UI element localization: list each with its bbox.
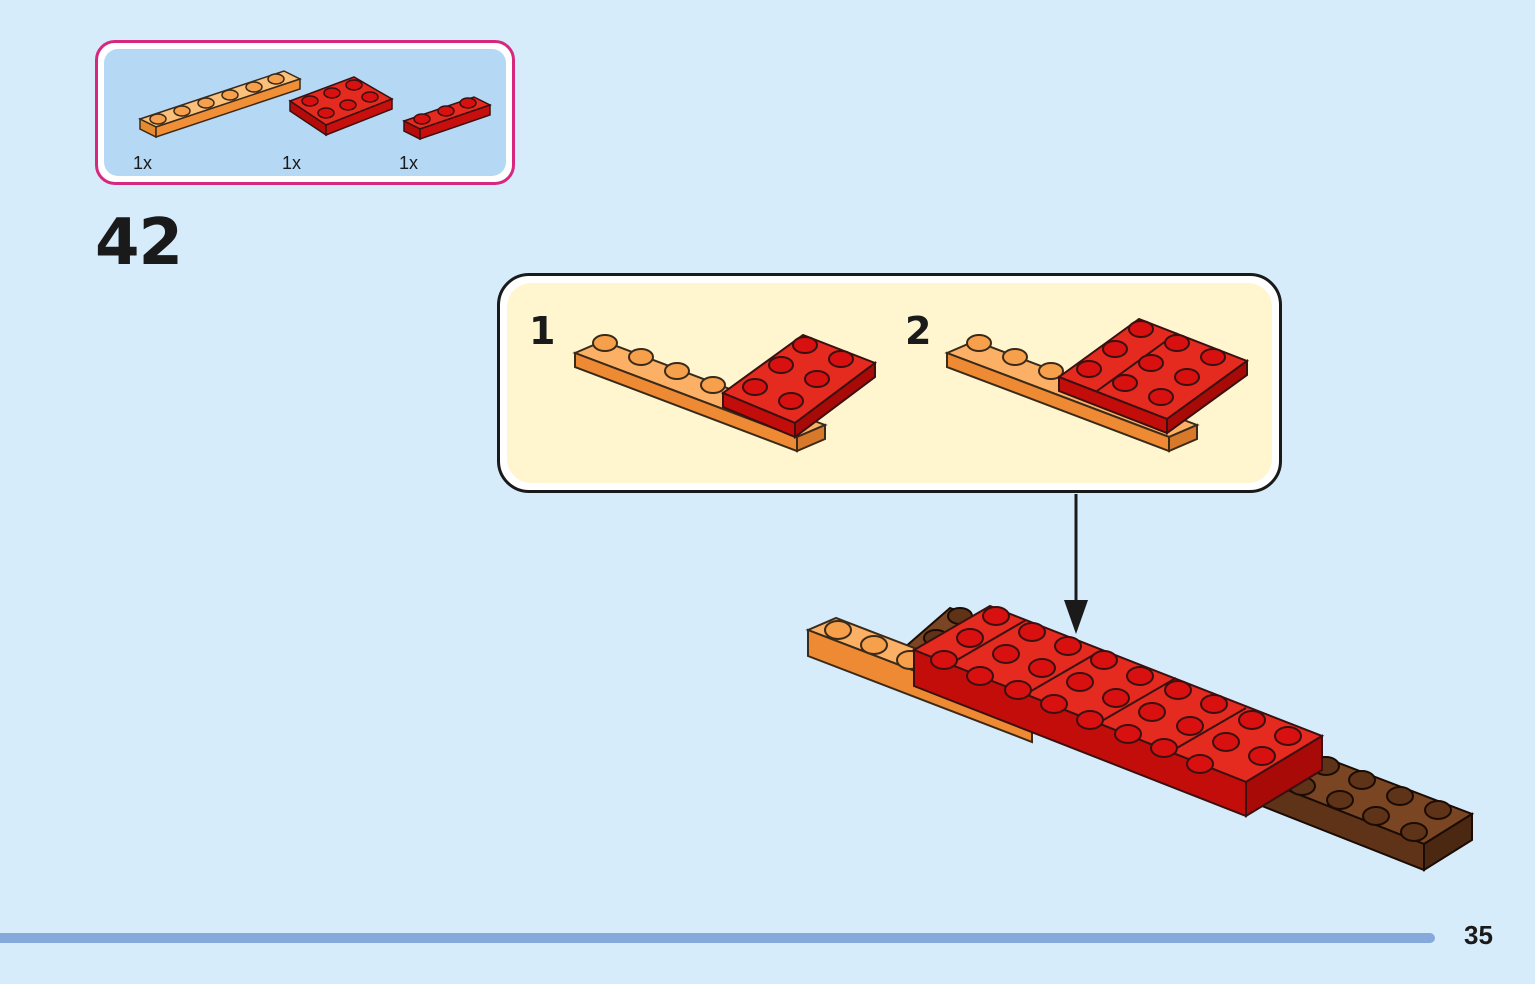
placement-arrow-icon [1064,494,1088,634]
page-number: 35 [1464,920,1493,950]
orange-1x6-plate-icon [138,70,302,139]
part-quantity-orange-plate: 1x [133,153,153,173]
callout-panel: 1 2 [507,283,1272,483]
page-progress-bar [0,933,1435,943]
callout-illustration [572,317,1250,453]
substep-1-assembly-icon [572,333,878,453]
parts-illustration [138,70,492,141]
substep-1-number: 1 [529,309,556,353]
assembled-model-icon [805,604,1475,872]
step-number: 42 [95,206,183,280]
substep-2-assembly-icon [944,317,1250,453]
part-quantity-red-2x3-plate: 1x [282,153,302,173]
part-quantity-red-1x3-plate: 1x [399,153,419,173]
substep-2-number: 2 [905,309,932,353]
red-1x3-plate-icon [402,96,492,141]
parts-list-box: 1x 1x 1x [95,40,515,185]
sub-assembly-callout: 1 2 [497,273,1282,493]
red-2x3-plate-icon [288,76,394,137]
parts-list-panel: 1x 1x 1x [104,49,506,176]
